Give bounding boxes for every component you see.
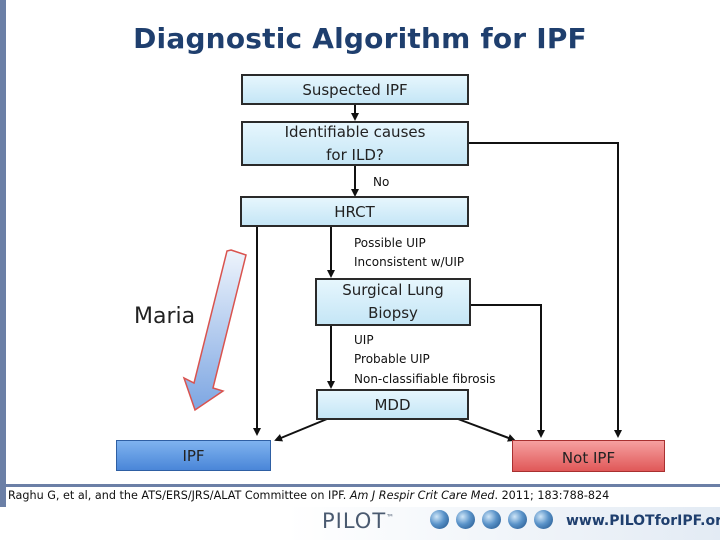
arrow-biopsy-to-notipf [471, 304, 545, 438]
footer-divider [0, 484, 720, 487]
globe-icons [430, 510, 560, 533]
globe-icon [534, 510, 553, 529]
uip-label: UIP [354, 333, 374, 347]
citation-authors: Raghu G, et al, and the ATS/ERS/JRS/ALAT… [8, 489, 350, 502]
maria-label: Maria [134, 304, 196, 329]
not-ipf-text: Not IPF [561, 449, 616, 467]
hrct-text: HRCT [334, 202, 375, 221]
pilot-logo: PILOT™ [322, 509, 395, 533]
maria-arrow [182, 249, 247, 412]
pilot-trademark: ™ [386, 513, 396, 522]
identifiable-causes-line2: for ILD? [326, 145, 384, 164]
identifiable-causes-line1: Identifiable causes [284, 122, 426, 141]
mdd-box: MDD [316, 389, 469, 420]
slide-title: Diagnostic Algorithm for IPF [133, 22, 587, 55]
not-ipf-box: Not IPF [512, 440, 665, 472]
ipf-text: IPF [182, 447, 205, 465]
globe-icon [482, 510, 501, 529]
globe-icon [430, 510, 449, 529]
identifiable-causes-box: Identifiable causes for ILD? [241, 121, 469, 166]
ipf-box: IPF [116, 440, 271, 471]
citation-journal: Am J Respir Crit Care Med [349, 489, 495, 502]
globe-icon [508, 510, 527, 529]
arrow-mdd-to-notipf [457, 418, 516, 442]
globe-icon [456, 510, 475, 529]
arrow-hrct-to-ipf [240, 210, 261, 436]
mdd-text: MDD [374, 395, 411, 414]
arrow-mdd-to-ipf [274, 418, 328, 442]
pilot-website-link[interactable]: www.PILOTforIPF.org [566, 513, 720, 529]
brand-bar [0, 507, 720, 540]
hrct-box: HRCT [240, 196, 469, 227]
biopsy-line2: Biopsy [368, 304, 418, 322]
citation: Raghu G, et al, and the ATS/ERS/JRS/ALAT… [8, 489, 609, 502]
biopsy-line1: Surgical Lung [342, 281, 444, 299]
suspected-ipf-text: Suspected IPF [302, 80, 408, 99]
arrow-identifiable-to-notipf [469, 142, 622, 438]
no-label: No [373, 175, 390, 189]
citation-details: . 2011; 183:788-824 [494, 489, 610, 502]
surgical-lung-biopsy-box: Surgical Lung Biopsy [315, 278, 471, 326]
suspected-ipf-box: Suspected IPF [241, 74, 469, 105]
probable-uip-label: Probable UIP [354, 352, 430, 366]
inconsistent-uip-label: Inconsistent w/UIP [354, 255, 465, 269]
pilot-logo-text: PILOT [322, 509, 387, 533]
nonclassifiable-label: Non-classifiable fibrosis [354, 372, 496, 386]
left-accent-rail [0, 0, 6, 540]
possible-uip-label: Possible UIP [354, 236, 426, 250]
